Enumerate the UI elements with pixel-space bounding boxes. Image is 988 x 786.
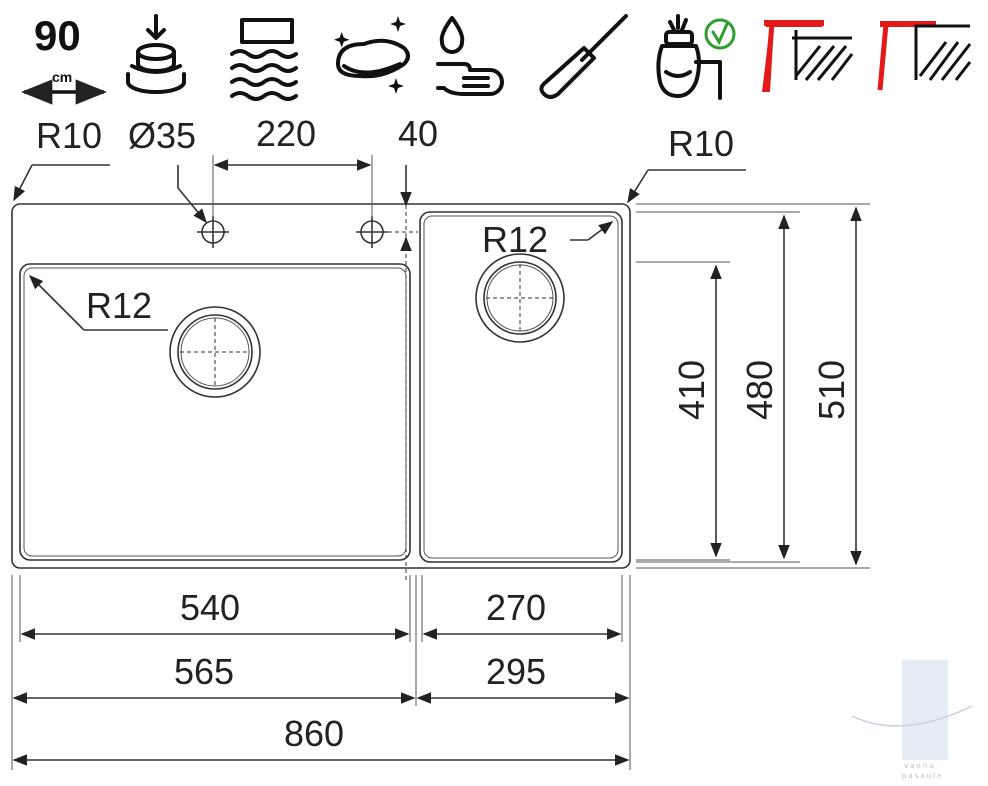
top-dimensions: R10 Ø35 220 40 R10 [13, 113, 746, 580]
radius-labels: R12 R12 [28, 219, 614, 331]
right-bowl [419, 211, 623, 563]
left-drain [169, 306, 261, 398]
feature-icons-row: 90 cm [20, 12, 972, 105]
watermark-line2: pasaule [902, 772, 943, 780]
hand-drop-icon [436, 16, 504, 96]
sponge-clean-icon [334, 16, 410, 94]
r10-left-label: R10 [36, 115, 102, 156]
waste-disposer-icon [656, 14, 736, 100]
width-860-label: 860 [284, 713, 344, 754]
tap-spacing-label: 220 [256, 113, 316, 154]
tap-hole-label: Ø35 [128, 115, 196, 156]
r10-right-label: R10 [668, 123, 734, 164]
stacked-dishes-icon [126, 14, 186, 94]
r12-left-label: R12 [86, 285, 152, 326]
depth-510-label: 510 [811, 360, 852, 420]
screwdriver-icon [539, 14, 628, 99]
offset-40-label: 40 [398, 113, 438, 154]
tray-water-icon [230, 18, 298, 101]
depth-480-label: 480 [739, 360, 780, 420]
width-270-label: 270 [486, 587, 546, 628]
depth-dimensions: 410 480 510 [636, 203, 870, 569]
tap-holes [197, 216, 418, 248]
undermount-icon [877, 21, 972, 91]
width-565-label: 565 [174, 651, 234, 692]
cabinet-width-unit: cm [52, 69, 72, 85]
r12-right-label: R12 [482, 219, 548, 260]
watermark-logo: vannu pasaule [851, 660, 973, 780]
left-bowl [19, 263, 411, 561]
width-dimensions: 540 270 565 295 860 [11, 575, 631, 770]
right-drain [475, 253, 565, 343]
flush-mount-icon [762, 20, 854, 92]
watermark-line1: vannu [904, 762, 936, 770]
cabinet-width-value: 90 [34, 12, 81, 59]
depth-410-label: 410 [671, 360, 712, 420]
cabinet-width-icon: 90 cm [20, 12, 108, 105]
width-540-label: 540 [180, 587, 240, 628]
width-295-label: 295 [486, 651, 546, 692]
